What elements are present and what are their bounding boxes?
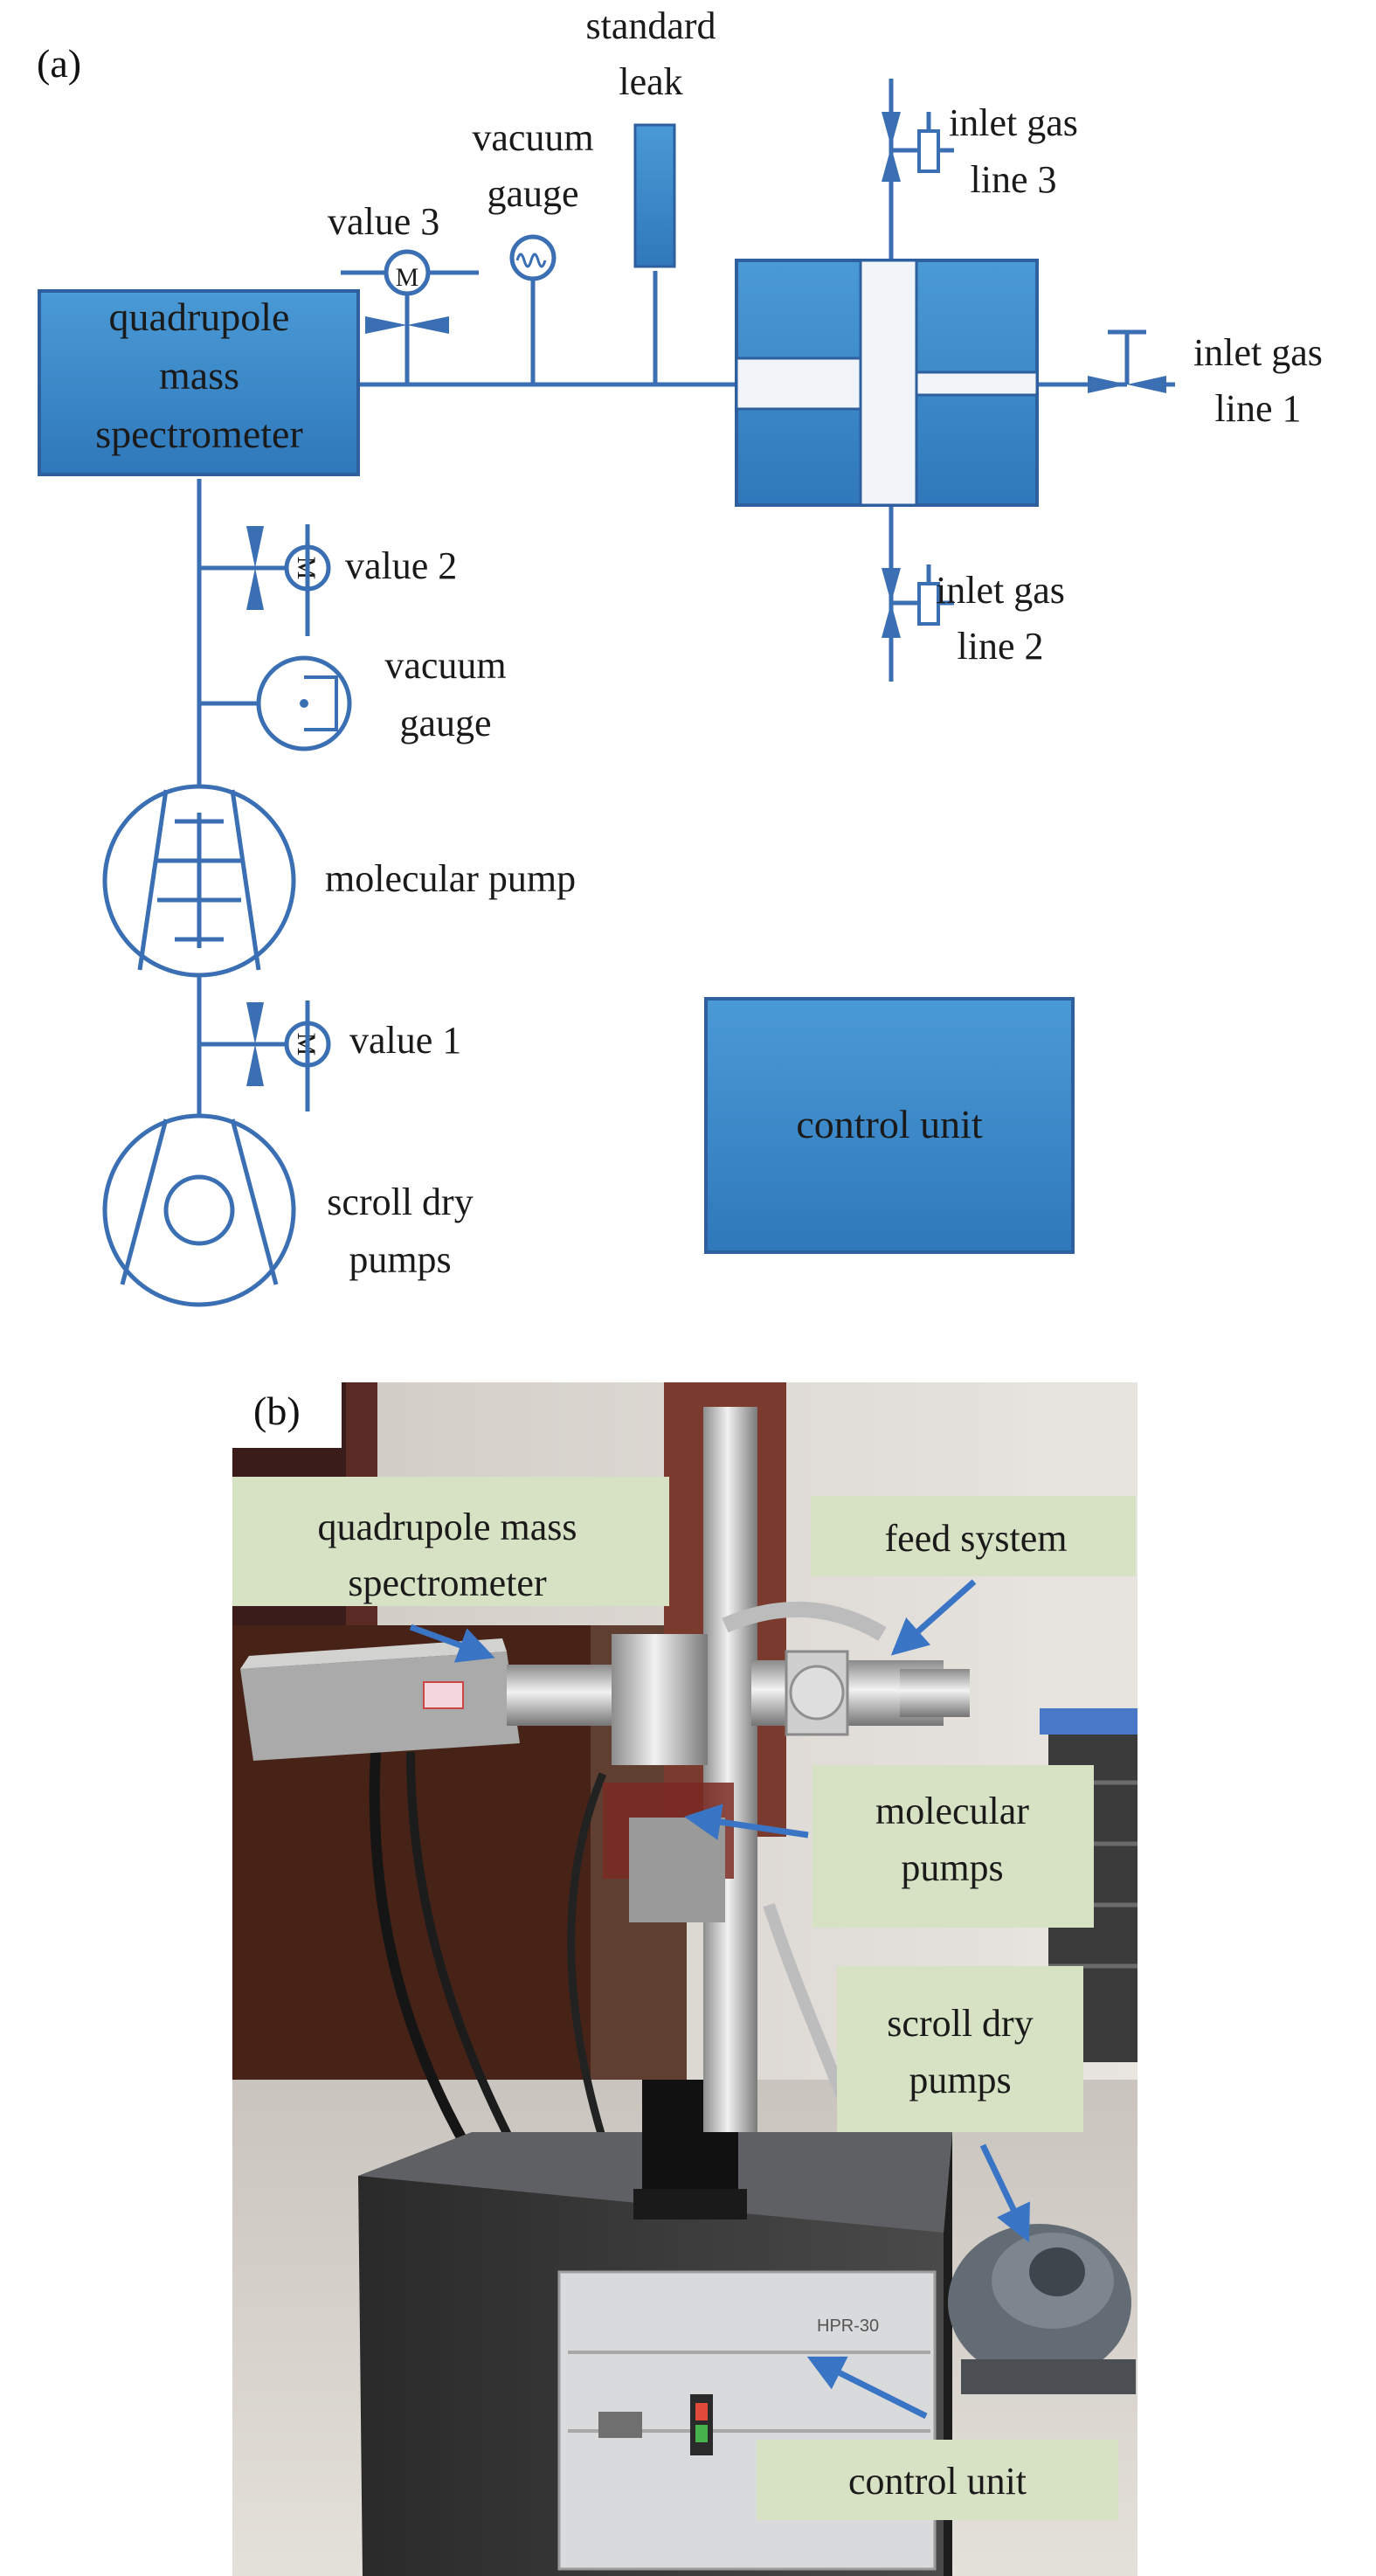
photo-chamber: [603, 1601, 970, 1922]
valve-1-bowtie-bottom-icon: [246, 1044, 264, 1086]
leak-line2: leak: [619, 60, 682, 103]
control-unit-box: control unit: [704, 997, 1075, 1254]
callout-control-line1: control unit: [848, 2460, 1027, 2503]
scroll-pump-line1: scroll dry: [327, 1181, 473, 1223]
valve-1-bowtie-top-icon: [246, 1002, 264, 1044]
inlet3-line2: line 3: [971, 158, 1057, 201]
valve-3-bowtie-left-icon: [365, 316, 407, 334]
valve-3-symbol: M: [396, 263, 419, 292]
callout-qms-line2: spectrometer: [348, 1562, 547, 1604]
inlet2-line1: inlet gas: [936, 569, 1065, 612]
callout-scroll-line1: scroll dry: [887, 2002, 1033, 2045]
callout-feed: feed system: [811, 1496, 1136, 1656]
qms-box: quadrupole mass spectrometer: [38, 289, 360, 476]
scroll-pump-line2: pumps: [349, 1238, 451, 1281]
qms-line3: spectrometer: [95, 412, 303, 456]
panel-b-photo: HPR-30: [232, 1382, 1137, 2576]
inlet1-line1: inlet gas: [1193, 331, 1323, 374]
panel-a: (a) quadrupole mass spectrometer M: [37, 4, 1323, 1307]
molecular-pump: molecular pump: [102, 784, 576, 978]
callout-molecular-box: [812, 1765, 1094, 1928]
inlet-valve-1: inlet gas line 1: [1088, 329, 1323, 430]
gauge-top-line2: gauge: [487, 172, 578, 215]
device-nameplate: HPR-30: [817, 2316, 879, 2336]
qms-line1: quadrupole: [109, 294, 290, 339]
callout-scroll-line2: pumps: [909, 2059, 1011, 2102]
inlet-valve-3: inlet gas line 3: [882, 101, 1078, 201]
callout-control-arrow-icon: [806, 2356, 928, 2420]
qms-line2: mass: [159, 353, 239, 398]
callout-qms-box: [232, 1477, 669, 1606]
panel-b-label-bg: [232, 1382, 342, 1448]
valve-1-label: value 1: [349, 1019, 461, 1062]
vacuum-gauge-top: vacuum gauge: [472, 116, 594, 281]
control-unit-label: control unit: [796, 1102, 983, 1146]
valve-2-bowtie-bottom-icon: [246, 568, 264, 610]
panel-b-label: (b): [253, 1388, 301, 1433]
inlet3-line1: inlet gas: [949, 101, 1078, 144]
leak-line1: standard: [585, 4, 716, 47]
callout-molecular: molecular pumps: [684, 1765, 1094, 1928]
valve-2-label: value 2: [345, 544, 457, 587]
callout-scroll-arrow-icon: [979, 2143, 1030, 2243]
scroll-pump: scroll dry pumps: [102, 1113, 474, 1307]
callout-molecular-line1: molecular: [875, 1790, 1029, 1832]
inlet-valve-2: inlet gas line 2: [882, 564, 1065, 668]
callout-control: control unit: [757, 2356, 1118, 2520]
feed-chamber: [735, 259, 1039, 507]
callout-qms: quadrupole mass spectrometer: [232, 1477, 669, 1663]
photo-support-column: [703, 1407, 757, 2132]
photo-scroll-pump: [948, 2224, 1136, 2394]
callout-molecular-arrow-icon: [684, 1804, 809, 1840]
callout-feed-arrow-icon: [890, 1579, 977, 1656]
panel-a-label: (a): [37, 41, 81, 86]
valve-1: M value 1: [246, 1001, 461, 1111]
standard-leak: standard leak: [585, 4, 716, 268]
inlet1-line2: line 1: [1215, 387, 1302, 430]
valve-3: M value 3: [328, 200, 479, 334]
vacuum-gauge-side: vacuum gauge: [256, 644, 507, 751]
gauge-top-line1: vacuum: [472, 116, 593, 159]
valve-3-bowtie-right-icon: [407, 316, 449, 334]
gauge-side-line1: vacuum: [384, 644, 506, 687]
valve-2-bowtie-top-icon: [246, 526, 264, 568]
inlet2-line2: line 2: [958, 625, 1044, 668]
callout-qms-arrow-icon: [409, 1624, 495, 1663]
callout-control-box: [757, 2440, 1118, 2520]
callout-scroll-box: [837, 1966, 1083, 2132]
callout-feed-line1: feed system: [885, 1517, 1068, 1560]
callout-feed-box: [811, 1496, 1136, 1576]
valve-2: M value 2: [246, 524, 457, 636]
callout-molecular-line2: pumps: [901, 1846, 1003, 1889]
photo-control-cabinet: HPR-30: [358, 2080, 952, 2576]
callout-qms-line1: quadrupole mass: [318, 1506, 577, 1548]
gauge-side-line2: gauge: [399, 702, 491, 744]
molecular-pump-label: molecular pump: [325, 857, 576, 900]
valve-3-label: value 3: [328, 200, 439, 243]
callout-scroll: scroll dry pumps: [837, 1966, 1083, 2243]
